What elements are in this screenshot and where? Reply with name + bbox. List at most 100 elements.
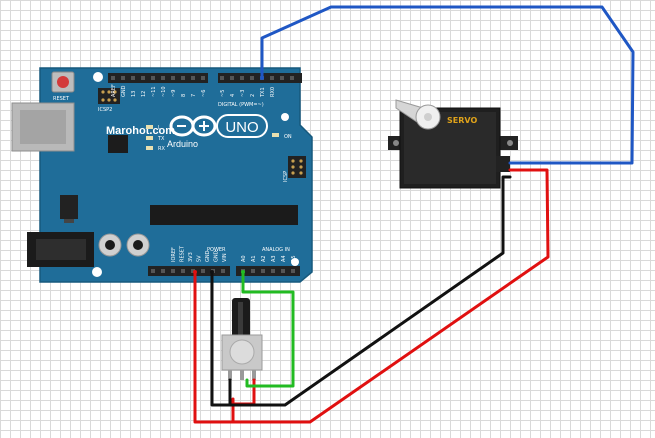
on-led-label: ON (284, 134, 292, 140)
digital-pin-label: ~3 (240, 90, 246, 97)
header-pin-hole (270, 76, 274, 80)
header-pin-hole (161, 76, 165, 80)
header-pin-hole (281, 269, 285, 273)
servo-connector (496, 156, 510, 172)
pot-pin-right (252, 370, 256, 380)
red-power-wire (193, 168, 550, 424)
analog-pin-label: A1 (251, 255, 257, 262)
uno-logo-text: UNO (225, 119, 258, 136)
header-pin-hole (201, 76, 205, 80)
mounting-hole (281, 113, 289, 121)
usb-chip (108, 135, 128, 153)
wire-end-5v (193, 270, 197, 274)
header-pin-hole (191, 76, 195, 80)
mounting-hole (291, 258, 299, 266)
bottom-header-holes (151, 269, 295, 273)
digital-pin-label: 4 (230, 94, 236, 97)
power-header (148, 266, 230, 276)
analog-pin-label: A0 (241, 255, 247, 262)
digital-pin-label: 13 (131, 91, 137, 97)
digital-pin-label: ~5 (220, 90, 226, 97)
header-pin-hole (280, 76, 284, 80)
digital-label: DIGITAL (PWM=~) (218, 102, 264, 108)
power-pin-label: GND (214, 250, 220, 262)
analog-header (236, 266, 300, 276)
l-led-label: L (158, 125, 161, 131)
arduino-brand-text: Arduino (167, 139, 198, 149)
header-pin-hole (181, 269, 185, 273)
icsp2-header (98, 88, 120, 104)
digital-pin-label: 12 (141, 91, 147, 97)
analog-pin-label: A4 (281, 255, 287, 262)
header-pin-hole (291, 269, 295, 273)
header-pin-hole (141, 76, 145, 80)
red-pot-wire (231, 378, 256, 406)
l-led (146, 125, 153, 129)
analog-in-label: ANALOG IN (262, 247, 290, 253)
header-pin-hole (271, 269, 275, 273)
header-pin-hole (221, 269, 225, 273)
digital-pin-label: ~6 (201, 90, 207, 97)
blue-signal-wire (260, 5, 635, 165)
on-led (272, 133, 279, 137)
power-label: POWER (207, 247, 226, 253)
pot-pin-wiper (240, 370, 244, 380)
servo-motor: SERVO (388, 99, 518, 189)
digital-pin-label: 2 (250, 94, 256, 97)
digital-pin-label: ~10 (161, 86, 167, 97)
header-pin-hole (220, 76, 224, 80)
analog-pin-label: A3 (271, 255, 277, 262)
digital-pin-label: 8 (181, 94, 187, 97)
digital-pin-label: AREF (111, 84, 117, 97)
header-pin-hole (201, 269, 205, 273)
header-pin-hole (171, 76, 175, 80)
header-pin-hole (230, 76, 234, 80)
header-pin-hole (131, 76, 135, 80)
digital-pin-label: ~11 (151, 86, 157, 97)
tx-led (146, 136, 153, 140)
header-pin-hole (191, 269, 195, 273)
header-pin-hole (171, 269, 175, 273)
mounting-hole (93, 72, 103, 82)
rx-led (146, 146, 153, 150)
header-pin-hole (151, 269, 155, 273)
reset-button-cap[interactable] (57, 76, 69, 88)
icsp2-label: ICSP2 (98, 107, 112, 113)
wire-end-gnd (210, 270, 214, 274)
digital-pin-label: 7 (191, 94, 197, 97)
wire-end-a0 (241, 270, 245, 274)
analog-pin-label: A2 (261, 255, 267, 262)
potentiometer (221, 298, 263, 380)
header-pin-hole (261, 269, 265, 273)
green-analog-wire (241, 270, 295, 388)
header-pin-hole (290, 76, 294, 80)
reset-label: RESET (53, 96, 70, 102)
servo-label: SERVO (447, 116, 477, 125)
arduino-logo: UNO Arduino (167, 114, 268, 149)
digital-pin-label: TX1 (260, 87, 266, 98)
power-pin-label: 3V3 (188, 252, 194, 262)
digital-pin-label: GND (121, 85, 127, 97)
header-pin-hole (251, 269, 255, 273)
digital-pin-label: RX0 (270, 87, 276, 97)
header-pin-hole (121, 76, 125, 80)
power-pin-label: VIN (222, 253, 228, 262)
power-pin-label: RESET (180, 245, 186, 262)
wire-end-d3 (260, 76, 264, 80)
header-pin-hole (111, 76, 115, 80)
power-pin-label: IOREF (171, 247, 177, 262)
header-pin-hole (161, 269, 165, 273)
header-pin-hole (240, 76, 244, 80)
tx-led-label: TX (157, 136, 165, 142)
header-pin-hole (181, 76, 185, 80)
black-ground-wire (210, 175, 512, 407)
header-pin-hole (151, 76, 155, 80)
icsp-header (288, 156, 306, 178)
power-pin-label: 5V (197, 255, 203, 262)
microcontroller-chip (150, 205, 298, 225)
